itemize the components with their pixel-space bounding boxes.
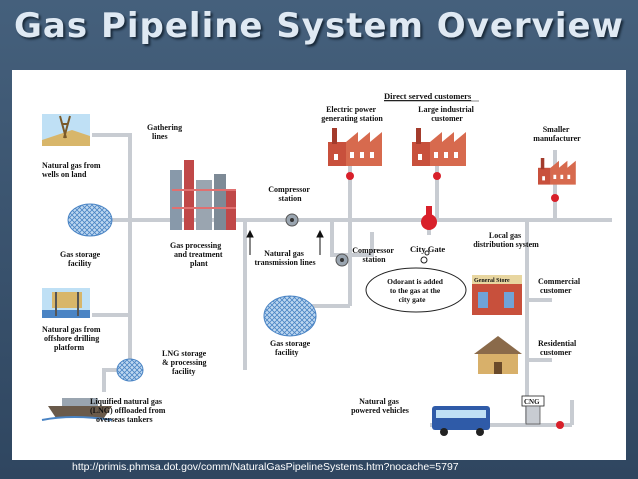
- direct-served-label: Direct served customers: [384, 91, 472, 101]
- pipeline-diagram: Direct served customers Electric power g…: [41, 91, 612, 436]
- local-gas-label: Local gas distribution system: [473, 231, 539, 249]
- source-url[interactable]: http://primis.phmsa.dot.gov/comm/Natural…: [72, 461, 459, 473]
- cng-sign: CNG: [524, 398, 540, 406]
- compressor-station-1-label: Compressor station: [268, 185, 311, 203]
- cng-pump-icon: [521, 395, 545, 425]
- gas-storage-center-label: Gas storage facility: [270, 339, 312, 357]
- gas-storage-left-label: Gas storage facility: [60, 250, 102, 268]
- valve-icons: [346, 172, 559, 202]
- lng-tanker-icon: [41, 398, 113, 421]
- bus-icon: [432, 406, 490, 436]
- transmission-arrows: [246, 229, 324, 255]
- slide-title: Gas Pipeline System Overview: [14, 6, 624, 46]
- gas-processing-label: Gas processing and treatment plant: [170, 241, 225, 268]
- compressor-station-2-label: Compressor station: [352, 246, 395, 264]
- general-store-sign: General Store: [474, 278, 510, 284]
- gathering-lines-label: Gathering lines: [147, 123, 184, 141]
- gas-storage-left-icon: [67, 203, 113, 237]
- gas-storage-center-icon: [263, 295, 317, 337]
- land-well-icon: [42, 114, 90, 146]
- lng-storage-label: LNG storage & processing facility: [162, 349, 209, 376]
- power-station-icon: [328, 128, 382, 166]
- lng-tankers-label: Liquified natural gas (LNG) offloaded fr…: [90, 397, 167, 424]
- residential-label: Residential customer: [538, 339, 578, 357]
- compressor-2-icon: [335, 253, 349, 267]
- residential-house-icon: [474, 336, 522, 374]
- commercial-label: Commercial customer: [538, 277, 582, 295]
- large-industrial-icon: [412, 128, 466, 166]
- powered-vehicles-label: Natural gas powered vehicles: [351, 397, 409, 415]
- offshore-label: Natural gas from offshore drilling platf…: [42, 325, 103, 352]
- processing-plant-icon: [170, 160, 236, 230]
- general-store-icon: [472, 275, 522, 315]
- large-industrial-label: Large industrial customer: [418, 105, 476, 123]
- electric-power-label: Electric power generating station: [321, 105, 383, 123]
- wells-on-land-label: Natural gas from wells on land: [42, 161, 103, 179]
- city-gate-valve-icon: [421, 206, 437, 230]
- vehicle-valve-icon: [556, 421, 564, 429]
- smaller-manufacturer-label: Smaller manufacturer: [533, 125, 581, 143]
- odorant-note: Odorant is added to the gas at the city …: [387, 277, 445, 304]
- compressor-1-icon: [285, 213, 299, 227]
- lng-storage-icon: [116, 358, 144, 382]
- odorant-bubble: [365, 250, 467, 313]
- city-gate-label: City Gate: [410, 244, 445, 254]
- offshore-platform-icon: [42, 288, 90, 318]
- transmission-lines-label: Natural gas transmission lines: [254, 249, 315, 267]
